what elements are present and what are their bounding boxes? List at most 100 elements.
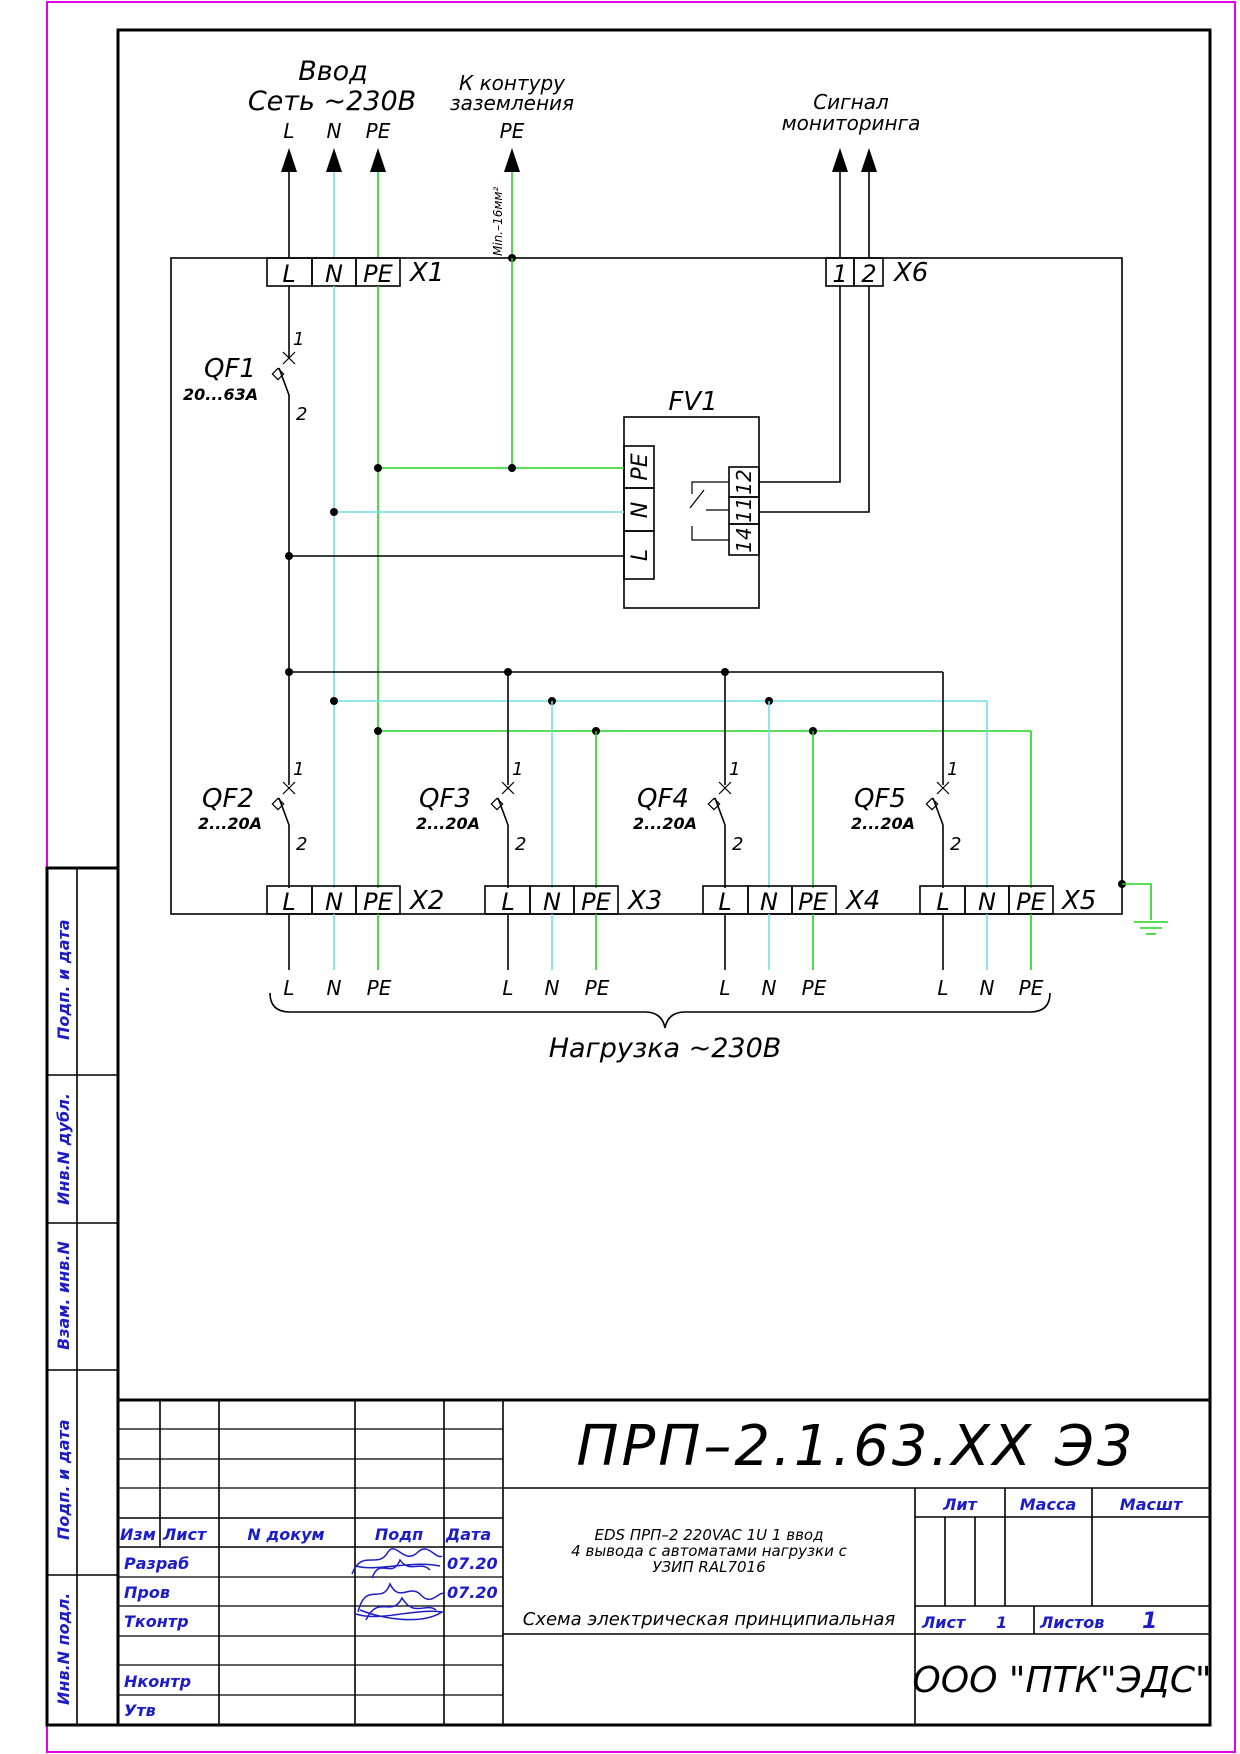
svg-text:L: L bbox=[628, 549, 653, 561]
svg-text:N: N bbox=[762, 976, 777, 1000]
ground-wire-label: PE bbox=[500, 119, 525, 143]
svg-text:Листов: Листов bbox=[1039, 1613, 1104, 1632]
svg-text:Лист: Лист bbox=[162, 1525, 208, 1544]
x6-label: X6 bbox=[892, 258, 928, 288]
svg-text:X3: X3 bbox=[626, 886, 662, 916]
svg-text:2: 2 bbox=[515, 834, 526, 855]
svg-text:PE: PE bbox=[798, 888, 828, 916]
svg-text:Нконтр: Нконтр bbox=[124, 1672, 191, 1691]
svg-text:Тконтр: Тконтр bbox=[124, 1612, 189, 1631]
side-stamp-label: Подп. и дата bbox=[54, 1419, 73, 1540]
svg-text:N: N bbox=[980, 976, 995, 1000]
svg-text:PE: PE bbox=[1016, 888, 1046, 916]
svg-text:1: 1 bbox=[947, 759, 958, 780]
svg-text:1: 1 bbox=[1142, 1609, 1157, 1634]
svg-text:PE: PE bbox=[363, 888, 393, 916]
svg-text:УЗИП RAL7016: УЗИП RAL7016 bbox=[652, 1558, 765, 1576]
svg-text:L: L bbox=[282, 888, 295, 916]
side-stamp-label: Инв.N подл. bbox=[54, 1593, 73, 1705]
svg-text:Дата: Дата bbox=[445, 1525, 491, 1544]
svg-text:Утв: Утв bbox=[124, 1701, 156, 1720]
title-block: Изм Лист N докум Подп Дата Разраб Пров Т… bbox=[116, 1398, 1212, 1727]
svg-text:12: 12 bbox=[732, 469, 756, 494]
svg-text:N: N bbox=[628, 502, 653, 518]
svg-text:Подп: Подп bbox=[375, 1525, 423, 1544]
terminal-block-x1: L N PE X1 bbox=[266, 257, 444, 288]
svg-text:2: 2 bbox=[296, 404, 307, 425]
svg-text:07.20: 07.20 bbox=[447, 1583, 498, 1602]
svg-text:1: 1 bbox=[293, 759, 304, 780]
qf2-rating: 2...20A bbox=[198, 814, 262, 833]
output-wires bbox=[288, 914, 1032, 970]
terminal-block-x6: 1 2 X6 bbox=[825, 257, 928, 288]
breaker-qf4: 1 2 QF4 2...20A bbox=[633, 672, 743, 888]
input-arrows bbox=[281, 148, 877, 258]
svg-text:N: N bbox=[325, 888, 343, 916]
svg-text:Масса: Масса bbox=[1020, 1495, 1076, 1514]
x1-label: X1 bbox=[408, 258, 444, 288]
qf3-label: QF3 bbox=[419, 784, 471, 814]
output-labels: L N PE L N PE L N PE L N PE bbox=[283, 976, 1043, 1000]
svg-text:L: L bbox=[282, 260, 295, 288]
svg-text:2: 2 bbox=[732, 834, 743, 855]
doc-type: Схема электрическая принципиальная bbox=[523, 1609, 896, 1630]
svg-text:PE: PE bbox=[802, 976, 827, 1000]
ground-symbol bbox=[1118, 880, 1168, 935]
qf5-label: QF5 bbox=[854, 784, 906, 814]
breaker-qf5: 1 2 QF5 2...20A bbox=[851, 672, 961, 888]
input-title: Ввод bbox=[298, 56, 368, 87]
svg-text:L: L bbox=[501, 888, 514, 916]
breaker-qf2: 1 2 QF2 2...20A bbox=[198, 672, 307, 888]
svg-text:N: N bbox=[543, 888, 561, 916]
svg-text:2: 2 bbox=[296, 834, 307, 855]
qf4-rating: 2...20A bbox=[633, 814, 697, 833]
svg-text:N: N bbox=[327, 976, 342, 1000]
fv1-label: FV1 bbox=[668, 387, 717, 417]
svg-text:Лит: Лит bbox=[942, 1495, 979, 1514]
ground-label-line2: заземления bbox=[450, 91, 574, 115]
svg-text:N: N bbox=[978, 888, 996, 916]
svg-text:Пров: Пров bbox=[124, 1583, 170, 1602]
surge-protector-fv1: FV1 PE N L 12 11 14 bbox=[623, 387, 760, 609]
wire-label-N: N bbox=[327, 119, 342, 143]
signature-prov bbox=[355, 1582, 445, 1621]
svg-text:L: L bbox=[719, 976, 730, 1000]
svg-text:L: L bbox=[502, 976, 513, 1000]
terminal-block-x3: L N PE X3 bbox=[484, 885, 662, 916]
qf1-label: QF1 bbox=[204, 354, 256, 384]
svg-text:EDS ПРП–2 220VAC 1U 1 ввод: EDS ПРП–2 220VAC 1U 1 ввод bbox=[595, 1526, 824, 1544]
svg-text:14: 14 bbox=[732, 527, 756, 552]
svg-text:X4: X4 bbox=[844, 886, 880, 916]
wire-label-PE: PE bbox=[366, 119, 391, 143]
svg-text:L: L bbox=[937, 976, 948, 1000]
svg-text:PE: PE bbox=[363, 260, 393, 288]
svg-text:Масшт: Масшт bbox=[1120, 1495, 1184, 1514]
load-brace bbox=[269, 992, 1051, 1029]
svg-text:N: N bbox=[325, 260, 343, 288]
svg-text:2: 2 bbox=[861, 260, 876, 288]
svg-text:1: 1 bbox=[293, 329, 304, 350]
side-stamp-label: Взам. инв.N bbox=[54, 1241, 73, 1350]
terminal-block-x2: L N PE X2 bbox=[266, 885, 444, 916]
svg-text:11: 11 bbox=[732, 497, 756, 522]
side-stamp-label: Подп. и дата bbox=[54, 919, 73, 1040]
enclosure bbox=[170, 257, 1123, 915]
qf2-label: QF2 bbox=[202, 784, 254, 814]
svg-text:L: L bbox=[936, 888, 949, 916]
signal-label-line2: мониторинга bbox=[782, 111, 921, 135]
svg-text:PE: PE bbox=[581, 888, 611, 916]
load-label: Нагрузка ~230В bbox=[549, 1033, 782, 1064]
svg-text:1: 1 bbox=[512, 759, 523, 780]
svg-text:4 вывода с автоматами нагрузки: 4 вывода с автоматами нагрузки с bbox=[571, 1542, 847, 1560]
terminal-block-x4: L N PE X4 bbox=[702, 885, 880, 916]
svg-text:N: N bbox=[760, 888, 778, 916]
qf3-rating: 2...20A bbox=[416, 814, 480, 833]
svg-text:X5: X5 bbox=[1060, 886, 1096, 916]
svg-text:PE: PE bbox=[367, 976, 392, 1000]
svg-text:1: 1 bbox=[832, 260, 847, 288]
svg-text:1: 1 bbox=[996, 1613, 1007, 1632]
wire-label-L: L bbox=[283, 119, 294, 143]
svg-text:L: L bbox=[283, 976, 294, 1000]
qf5-rating: 2...20A bbox=[851, 814, 915, 833]
